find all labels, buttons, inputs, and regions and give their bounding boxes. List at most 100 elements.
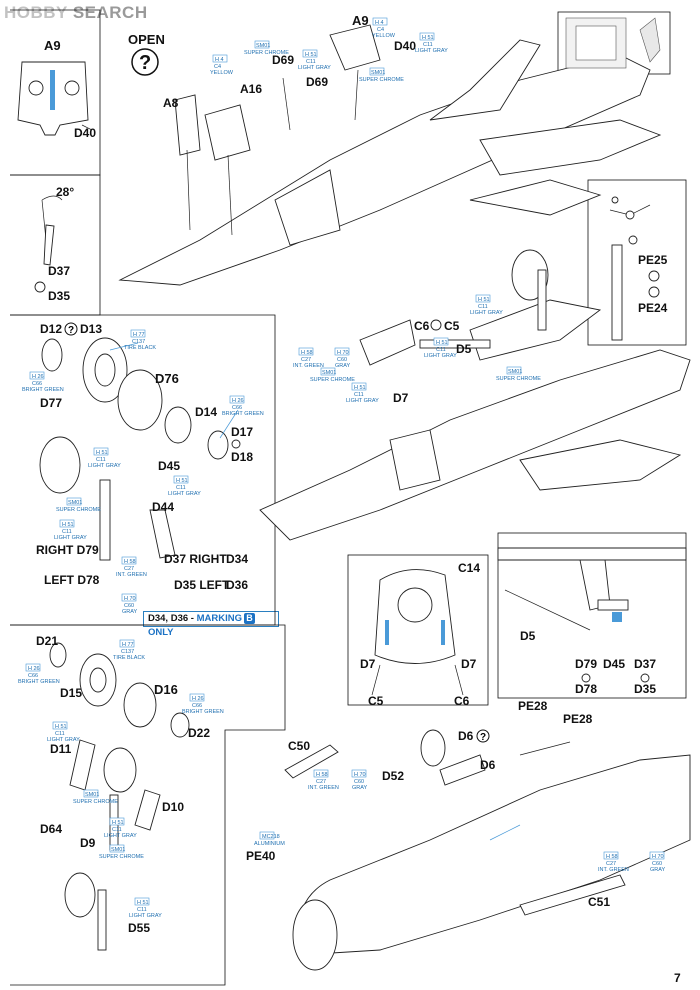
svg-text:LIGHT GRAY: LIGHT GRAY (129, 913, 162, 919)
svg-text:C11: C11 (306, 59, 316, 65)
paint-callout: H 51 C11 LIGHT GRAY (415, 32, 448, 54)
label-d64: D64 (40, 822, 62, 836)
label-right-d79: RIGHT D79 (36, 543, 99, 557)
svg-text:H 77: H 77 (122, 642, 134, 648)
svg-text:ALUMINIUM: ALUMINIUM (254, 841, 285, 847)
svg-text:C66: C66 (232, 405, 242, 411)
svg-text:C60: C60 (337, 357, 347, 363)
fuselage-drawing-nose (284, 729, 691, 971)
label-d9: D9 (80, 836, 96, 850)
svg-text:SM01: SM01 (256, 43, 270, 49)
fuselage-drawing-top (118, 24, 662, 286)
svg-text:C66: C66 (28, 673, 38, 679)
paint-callout: H 26 C66 BRIGHT GREEN (182, 693, 224, 715)
location-marker (640, 673, 650, 683)
svg-text:LIGHT GRAY: LIGHT GRAY (88, 463, 121, 469)
label-c5: C5 (444, 319, 460, 333)
svg-text:H 51: H 51 (305, 52, 317, 58)
label-c6-seat: C6 (454, 694, 470, 708)
paint-callout: H 70 C60 GRAY (121, 593, 138, 615)
svg-text:H 51: H 51 (176, 478, 188, 484)
paint-callout: H 51 C11 LIGHT GRAY (168, 475, 201, 497)
paint-callout: H 51 C11 LIGHT GRAY (346, 382, 379, 404)
svg-text:?: ? (139, 52, 151, 74)
svg-text:H 51: H 51 (96, 450, 108, 456)
svg-text:INT. GREEN: INT. GREEN (116, 572, 147, 578)
svg-text:C60: C60 (124, 603, 134, 609)
label-d15: D15 (60, 686, 82, 700)
label-d79-detail: D79 (575, 657, 597, 671)
label-d18: D18 (231, 450, 253, 464)
svg-text:LIGHT GRAY: LIGHT GRAY (168, 491, 201, 497)
svg-text:H 51: H 51 (55, 724, 67, 730)
svg-text:SM01: SM01 (85, 792, 99, 798)
label-d12: D12 (40, 322, 62, 336)
svg-text:INT. GREEN: INT. GREEN (598, 867, 629, 873)
paint-callout: SM01 SUPER CHROME (99, 844, 144, 860)
label-c50: C50 (288, 739, 310, 753)
svg-text:C11: C11 (436, 347, 446, 353)
svg-text:H 51: H 51 (112, 820, 124, 826)
svg-text:H 70: H 70 (337, 350, 349, 356)
svg-text:H 51: H 51 (436, 340, 448, 346)
label-d78-detail: D78 (575, 682, 597, 696)
svg-text:H 58: H 58 (606, 854, 618, 860)
label-d55: D55 (128, 921, 150, 935)
paint-callout: H 26 C66 BRIGHT GREEN (222, 395, 264, 417)
svg-text:SUPER CHROME: SUPER CHROME (73, 799, 118, 805)
paint-callout: H 26 C66 BRIGHT GREEN (18, 663, 60, 685)
paint-callout: H 58 C27 INT. GREEN (598, 851, 629, 873)
svg-text:H 51: H 51 (422, 35, 434, 41)
label-d16: D16 (154, 682, 178, 697)
svg-text:H 26: H 26 (192, 696, 204, 702)
paint-callout: H 26 C66 BRIGHT GREEN (22, 371, 64, 393)
svg-text:SUPER CHROME: SUPER CHROME (244, 50, 289, 56)
svg-text:SUPER CHROME: SUPER CHROME (310, 377, 355, 383)
svg-text:C60: C60 (354, 779, 364, 785)
paint-callout: H 51 C11 LIGHT GRAY (470, 294, 503, 316)
label-c6: C6 (414, 319, 430, 333)
paint-callout: H 70 C60 GRAY (351, 769, 368, 791)
svg-text:BRIGHT GREEN: BRIGHT GREEN (182, 709, 224, 715)
label-d6-b: D6 (480, 758, 496, 772)
question-mark-icon: ? (131, 48, 159, 76)
label-c14: C14 (458, 561, 480, 575)
svg-text:INT. GREEN: INT. GREEN (293, 363, 324, 369)
label-d34: D34 (226, 552, 248, 566)
svg-text:H 58: H 58 (124, 559, 136, 565)
svg-text:H 70: H 70 (652, 854, 664, 860)
paint-callout: H 51 C11 LIGHT GRAY (298, 49, 331, 71)
label-d40-inset: D40 (74, 126, 96, 140)
label-d35-left: D35 LEFT (174, 578, 230, 592)
label-d5: D5 (456, 342, 472, 356)
strut-angle-drawing (41, 195, 63, 266)
svg-text:H 70: H 70 (354, 772, 366, 778)
label-d6-a: D6 (458, 729, 474, 743)
paint-callout: H 51 C11 LIGHT GRAY (104, 817, 137, 839)
svg-text:BRIGHT GREEN: BRIGHT GREEN (22, 387, 64, 393)
svg-text:C11: C11 (423, 42, 433, 48)
fuselage-drawing-middle (259, 249, 691, 541)
paint-callout: H 58 C27 INT. GREEN (116, 556, 147, 578)
svg-text:?: ? (68, 325, 74, 336)
svg-text:C4: C4 (214, 64, 221, 70)
angle-label: 28° (56, 185, 74, 199)
label-d7: D7 (393, 391, 409, 405)
label-d45: D45 (158, 459, 180, 473)
label-d37-inset: D37 (48, 264, 70, 278)
svg-text:C11: C11 (176, 485, 186, 491)
svg-text:BRIGHT GREEN: BRIGHT GREEN (18, 679, 60, 685)
svg-text:GRAY: GRAY (335, 363, 351, 369)
svg-text:SUPER CHROME: SUPER CHROME (496, 376, 541, 382)
label-d45-detail: D45 (603, 657, 625, 671)
svg-text:C11: C11 (112, 827, 122, 833)
svg-text:C66: C66 (32, 381, 42, 387)
label-d77: D77 (40, 396, 62, 410)
label-a9-main: A9 (352, 13, 369, 28)
paint-callout: H 70 C60 GRAY (649, 851, 666, 873)
label-d17: D17 (231, 425, 253, 439)
label-d7-left: D7 (360, 657, 376, 671)
paint-callout: H 58 C27 INT. GREEN (308, 769, 339, 791)
